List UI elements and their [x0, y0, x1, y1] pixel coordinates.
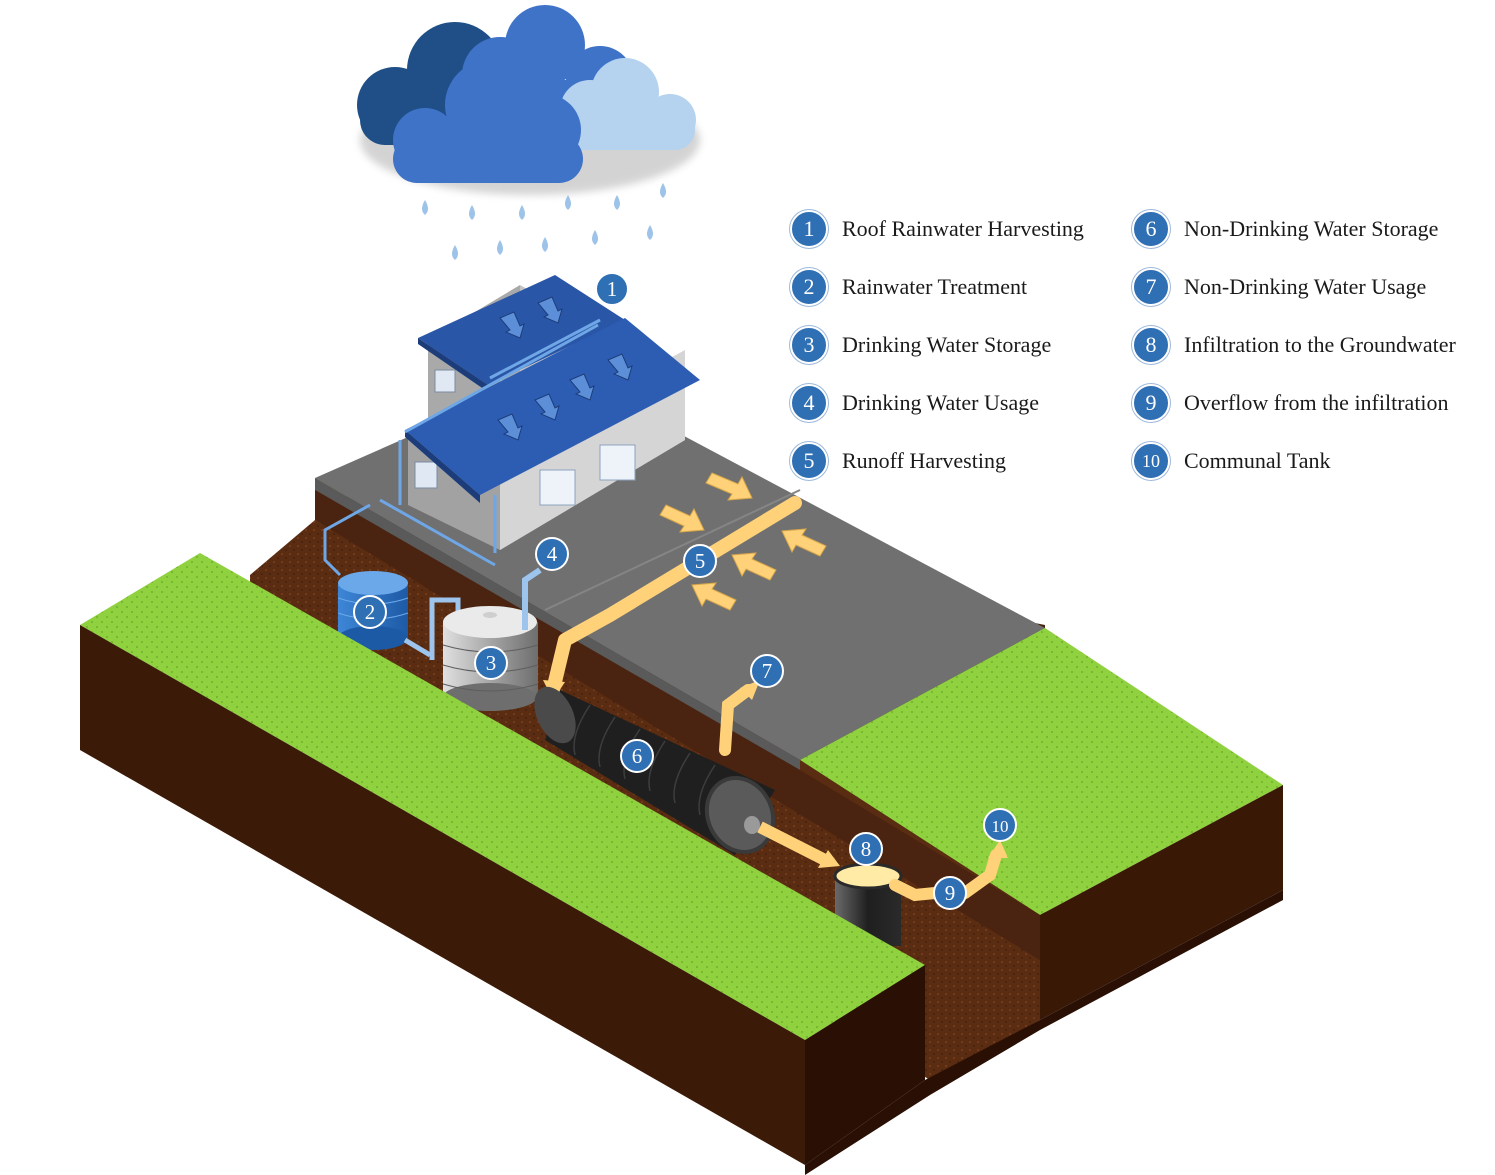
pipe-4 — [522, 567, 542, 630]
markers-layer: 1 2 3 4 5 6 7 8 9 10 — [353, 272, 1017, 910]
number-badge: 1 — [790, 210, 828, 248]
number-badge: 6 — [1132, 210, 1170, 248]
marker-number: 6 — [632, 744, 643, 768]
marker-number: 8 — [861, 837, 872, 861]
cloud-mid-front — [393, 60, 583, 183]
number-badge: 9 — [1132, 384, 1170, 422]
diagram-marker-9: 9 — [933, 876, 967, 910]
number-badge: 8 — [1132, 326, 1170, 364]
marker-number: 10 — [992, 817, 1009, 836]
legend-label: Communal Tank — [1184, 448, 1331, 473]
legend-item: 6 Non-Drinking Water Storage — [1132, 200, 1456, 258]
number-badge: 3 — [790, 326, 828, 364]
diagram-marker-10: 10 — [983, 808, 1017, 842]
arrow-7 — [719, 684, 754, 756]
legend-label: Infiltration to the Groundwater — [1184, 332, 1456, 357]
marker-circle — [535, 537, 569, 571]
marker-circle — [595, 272, 629, 306]
rain-cloud-icon — [357, 5, 700, 195]
number-badge: 10 — [1132, 442, 1170, 480]
marker-circle — [983, 808, 1017, 842]
diagram-marker-8: 8 — [849, 832, 883, 866]
marker-number: 4 — [547, 542, 558, 566]
house-icon — [323, 275, 700, 577]
arrow-9 — [889, 879, 941, 902]
marker-circle — [750, 654, 784, 688]
legend-label: Roof Rainwater Harvesting — [842, 216, 1084, 241]
marker-number: 1 — [607, 277, 618, 301]
legend: 1 Roof Rainwater Harvesting 2 Rainwater … — [790, 200, 1490, 500]
marker-number: 2 — [365, 600, 376, 624]
legend-label: Overflow from the infiltration — [1184, 390, 1449, 415]
legend-label: Runoff Harvesting — [842, 448, 1006, 473]
marker-circle — [849, 832, 883, 866]
marker-circle — [620, 739, 654, 773]
number-badge: 4 — [790, 384, 828, 422]
marker-number: 3 — [486, 651, 497, 675]
runoff-arrows — [659, 472, 827, 611]
legend-item: 10 Communal Tank — [1132, 432, 1456, 490]
marker-number: 7 — [762, 659, 773, 683]
number-badge: 2 — [790, 268, 828, 306]
water-tank-icon — [337, 571, 409, 650]
marker-circle — [353, 595, 387, 629]
arrow-10 — [959, 849, 1002, 899]
legend-label: Non-Drinking Water Usage — [1184, 274, 1427, 299]
marker-number: 9 — [945, 881, 956, 905]
number-badge: 5 — [790, 442, 828, 480]
legend-label: Drinking Water Storage — [842, 332, 1052, 357]
legend-label: Rainwater Treatment — [842, 274, 1028, 299]
diagram-marker-4: 4 — [535, 537, 569, 571]
diagram-marker-5: 5 — [683, 544, 717, 578]
legend-column-b: 6 Non-Drinking Water Storage 7 Non-Drink… — [1132, 200, 1456, 490]
diagram-marker-3: 3 — [474, 646, 508, 680]
legend-item: 3 Drinking Water Storage — [790, 316, 1084, 374]
rain-drops — [422, 183, 666, 260]
diagram-marker-7: 7 — [750, 654, 784, 688]
legend-item: 2 Rainwater Treatment — [790, 258, 1084, 316]
legend-item: 9 Overflow from the infiltration — [1132, 374, 1456, 432]
diagram-marker-6: 6 — [620, 739, 654, 773]
legend-item: 7 Non-Drinking Water Usage — [1132, 258, 1456, 316]
legend-item: 5 Runoff Harvesting — [790, 432, 1084, 490]
legend-label: Non-Drinking Water Storage — [1184, 216, 1439, 241]
legend-label: Drinking Water Usage — [842, 390, 1039, 415]
pipe-6-8 — [757, 821, 828, 866]
legend-item: 4 Drinking Water Usage — [790, 374, 1084, 432]
marker-number: 5 — [695, 549, 706, 573]
marker-circle — [683, 544, 717, 578]
diagram-marker-1: 1 — [595, 272, 629, 306]
legend-item: 8 Infiltration to the Groundwater — [1132, 316, 1456, 374]
marker-circle — [474, 646, 508, 680]
marker-circle — [933, 876, 967, 910]
front-grass-block — [80, 553, 925, 1165]
diagram-marker-2: 2 — [353, 595, 387, 629]
non-drinking-tank — [534, 686, 776, 855]
legend-column-a: 1 Roof Rainwater Harvesting 2 Rainwater … — [790, 200, 1084, 490]
legend-item: 1 Roof Rainwater Harvesting — [790, 200, 1084, 258]
drinking-tank — [442, 606, 539, 711]
base-soil — [805, 890, 1283, 1175]
pipe-2-3 — [403, 597, 461, 660]
number-badge: 7 — [1132, 268, 1170, 306]
